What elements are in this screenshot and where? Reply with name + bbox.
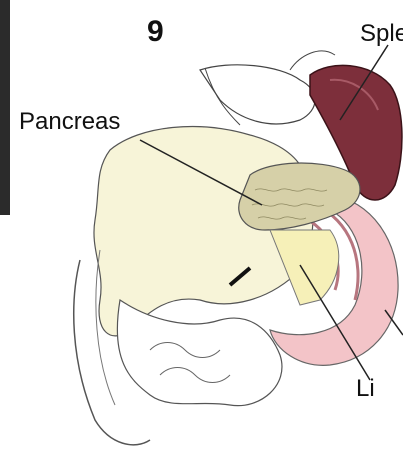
label-pancreas: Pancreas — [19, 110, 120, 134]
small-intestine — [117, 300, 282, 406]
stomach-outline — [200, 65, 315, 124]
pancreas — [239, 163, 360, 230]
label-ligament: Li — [356, 377, 375, 401]
figure-number: 9 — [147, 17, 164, 47]
label-spleen: Sple — [360, 22, 403, 46]
